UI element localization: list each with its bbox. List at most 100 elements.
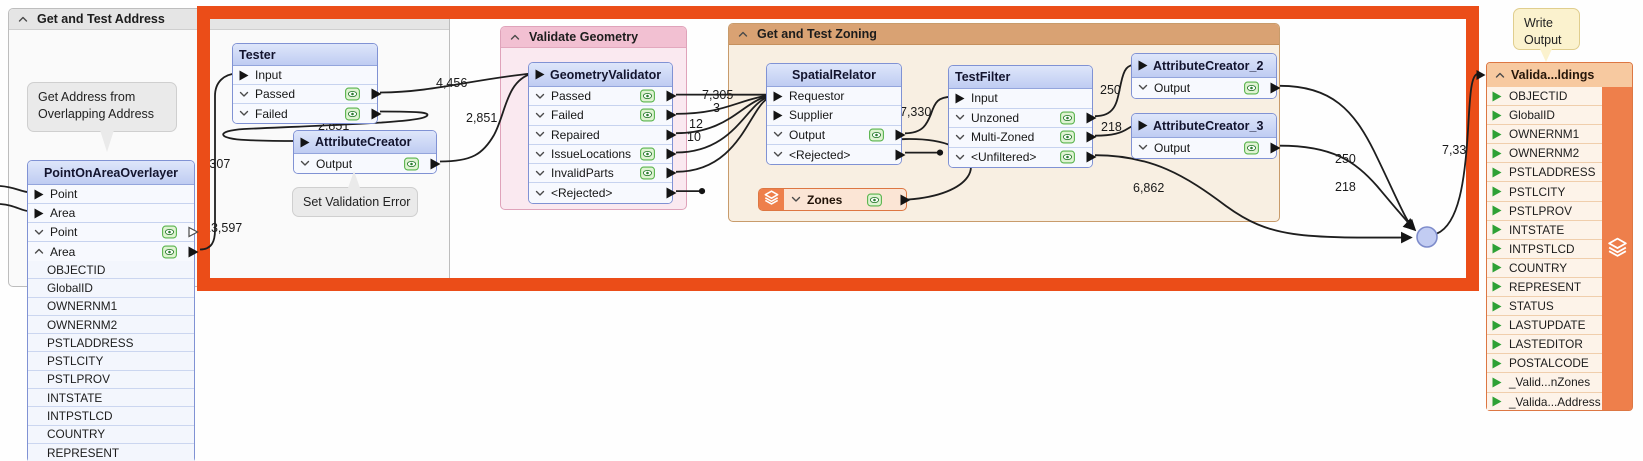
- node-header[interactable]: AttributeCreator: [294, 131, 436, 154]
- output-port-Passed[interactable]: Passed: [529, 87, 677, 107]
- attribute-row[interactable]: INTSTATE: [28, 389, 194, 408]
- feature-cache-eye-icon[interactable]: [640, 166, 655, 180]
- feature-cache-eye-icon[interactable]: [867, 193, 882, 206]
- node-title[interactable]: TestFilter: [949, 66, 1092, 89]
- attribute-row[interactable]: _Valid...nZones: [1487, 373, 1602, 393]
- feature-cache-eye-icon[interactable]: [869, 128, 884, 142]
- chevron-down-icon[interactable]: [300, 160, 311, 167]
- feature-cache-eye-icon[interactable]: [345, 107, 360, 120]
- output-port-Output[interactable]: Output: [1132, 138, 1281, 158]
- attribute-row[interactable]: LASTUPDATE: [1487, 316, 1602, 336]
- collapse-chevron-icon[interactable]: [18, 12, 28, 26]
- attribute-row[interactable]: PSTLCITY: [1487, 182, 1602, 202]
- output-port-Area[interactable]: Area: [28, 242, 199, 261]
- output-port-<Rejected>[interactable]: <Rejected>: [767, 144, 906, 165]
- chevron-down-icon[interactable]: [791, 196, 801, 203]
- attribute-row[interactable]: REPRESENT: [1487, 277, 1602, 298]
- chevron-down-icon[interactable]: [535, 190, 546, 197]
- output-port-Passed[interactable]: Passed: [233, 85, 382, 104]
- attribute-row[interactable]: REPRESENT: [28, 443, 194, 461]
- attribute-row[interactable]: OBJECTID: [28, 261, 194, 280]
- feature-cache-eye-icon[interactable]: [162, 245, 177, 258]
- feature-cache-eye-icon[interactable]: [162, 225, 177, 239]
- output-port-Multi-Zoned[interactable]: Multi-Zoned: [949, 128, 1097, 148]
- attribute-row[interactable]: PSTLADDRESS: [28, 334, 194, 353]
- annotation-set-validation-error[interactable]: Set Validation Error: [292, 187, 418, 217]
- feature-cache-eye-icon[interactable]: [640, 89, 655, 103]
- attribute-row[interactable]: _Valida...Address: [1487, 392, 1602, 410]
- chevron-up-icon[interactable]: [34, 248, 45, 255]
- output-port-<Rejected>[interactable]: <Rejected>: [529, 183, 677, 203]
- input-port-Requestor[interactable]: Requestor: [767, 87, 901, 107]
- chevron-down-icon[interactable]: [955, 114, 966, 121]
- node-attributecreator-2[interactable]: AttributeCreator_2 Output: [1131, 53, 1281, 99]
- chevron-down-icon[interactable]: [535, 131, 546, 138]
- feature-cache-eye-icon[interactable]: [1060, 111, 1075, 125]
- output-port-IssueLocations[interactable]: IssueLocations: [529, 144, 677, 165]
- output-port-<Unfiltered>[interactable]: <Unfiltered>: [949, 147, 1097, 167]
- node-title[interactable]: PointOnAreaOverlayer: [28, 161, 194, 185]
- input-port-Area[interactable]: Area: [28, 204, 194, 223]
- attribute-row[interactable]: GlobalID: [1487, 106, 1602, 126]
- feature-cache-eye-icon[interactable]: [640, 147, 655, 161]
- output-port-Output[interactable]: Output: [294, 154, 441, 173]
- chevron-down-icon[interactable]: [239, 91, 250, 98]
- chevron-down-icon[interactable]: [955, 134, 966, 141]
- output-port-InvalidParts[interactable]: InvalidParts: [529, 164, 677, 184]
- input-port-Input[interactable]: Input: [949, 89, 1092, 109]
- bookmark-header[interactable]: Validate Geometry: [501, 27, 686, 48]
- chevron-down-icon[interactable]: [773, 131, 784, 138]
- node-header[interactable]: GeometryValidator: [529, 63, 672, 87]
- node-attributecreator[interactable]: AttributeCreator Output: [293, 130, 441, 174]
- collapse-chevron-icon[interactable]: [738, 27, 748, 41]
- chevron-down-icon[interactable]: [239, 110, 250, 117]
- feature-cache-eye-icon[interactable]: [640, 108, 655, 122]
- attribute-row[interactable]: COUNTRY: [28, 425, 194, 444]
- attribute-row[interactable]: LASTEDITOR: [1487, 335, 1602, 355]
- node-header[interactable]: AttributeCreator_2: [1132, 54, 1276, 78]
- writer-header[interactable]: Valida...ldings: [1476, 63, 1632, 88]
- node-title[interactable]: SpatialRelator: [767, 64, 901, 87]
- attribute-row[interactable]: OWNERNM1: [28, 297, 194, 316]
- attribute-row[interactable]: STATUS: [1487, 297, 1602, 317]
- output-port-Output[interactable]: Output: [767, 125, 906, 145]
- node-header[interactable]: AttributeCreator_3: [1132, 114, 1276, 138]
- node-title[interactable]: Tester: [233, 44, 377, 66]
- node-zones-reader[interactable]: Zones: [758, 188, 911, 211]
- attribute-row[interactable]: COUNTRY: [1487, 258, 1602, 278]
- attribute-row[interactable]: INTSTATE: [1487, 220, 1602, 240]
- attribute-row[interactable]: INTPSTLCD: [28, 407, 194, 426]
- attribute-row[interactable]: POSTALCODE: [1487, 354, 1602, 374]
- attribute-row[interactable]: OWNERNM1: [1487, 125, 1602, 145]
- chevron-down-icon[interactable]: [1138, 84, 1149, 91]
- collapse-chevron-icon[interactable]: [510, 30, 520, 44]
- bookmark-header[interactable]: Get and Test Zoning: [729, 24, 1279, 45]
- chevron-down-icon[interactable]: [773, 151, 784, 158]
- annotation-write-output[interactable]: Write Output: [1513, 8, 1580, 50]
- feature-cache-eye-icon[interactable]: [1060, 150, 1075, 164]
- feature-cache-eye-icon[interactable]: [404, 157, 419, 170]
- attribute-row[interactable]: PSTLADDRESS: [1487, 163, 1602, 183]
- node-attributecreator-3[interactable]: AttributeCreator_3 Output: [1131, 113, 1281, 159]
- feature-cache-eye-icon[interactable]: [1244, 81, 1259, 95]
- output-port-Failed[interactable]: Failed: [529, 106, 677, 126]
- attribute-row[interactable]: OWNERNM2: [1487, 144, 1602, 164]
- chevron-down-icon[interactable]: [955, 154, 966, 161]
- collapse-chevron-icon[interactable]: [1495, 72, 1505, 79]
- attribute-row[interactable]: OWNERNM2: [28, 315, 194, 335]
- output-port-Unzoned[interactable]: Unzoned: [949, 108, 1097, 128]
- chevron-down-icon[interactable]: [535, 112, 546, 119]
- attribute-row[interactable]: OBJECTID: [1487, 87, 1602, 107]
- input-port-Supplier[interactable]: Supplier: [767, 106, 901, 126]
- feature-cache-eye-icon[interactable]: [345, 87, 360, 101]
- output-port-Point[interactable]: Point: [28, 223, 199, 242]
- output-port-Failed[interactable]: Failed: [233, 104, 382, 123]
- annotation-get-address[interactable]: Get Address from Overlapping Address: [27, 82, 177, 132]
